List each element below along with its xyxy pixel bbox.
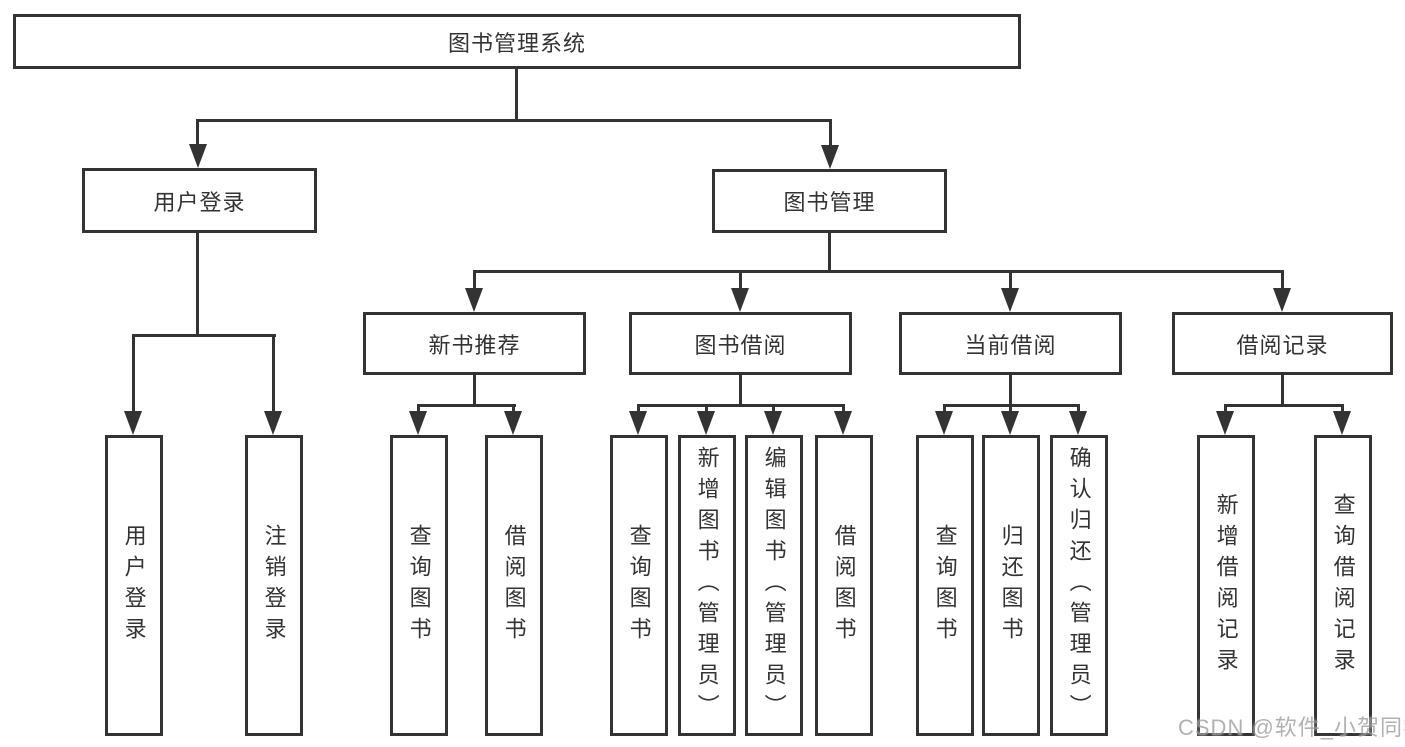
leaf-label: 查询图书 xyxy=(406,523,432,648)
leaf-confirm-return-admin: 确认归还（管理员） xyxy=(1050,435,1108,736)
arrowhead-down-icon xyxy=(821,145,839,169)
arrowhead-down-icon xyxy=(1333,411,1351,435)
connector-line xyxy=(196,119,199,147)
connector-line xyxy=(1281,375,1284,406)
connector-line xyxy=(473,270,1284,273)
connector-line xyxy=(739,270,742,290)
node-new-book-recommend: 新书推荐 xyxy=(363,312,586,375)
leaf-label: 查询图书 xyxy=(626,523,652,648)
arrowhead-down-icon xyxy=(764,411,782,435)
connector-line xyxy=(196,119,832,122)
arrowhead-down-icon xyxy=(189,144,207,168)
leaf-label: 查询借阅记录 xyxy=(1330,492,1356,679)
leaf-label: 确认归还（管理员） xyxy=(1066,446,1092,725)
connector-line xyxy=(739,375,742,406)
leaf-query-borrow-record: 查询借阅记录 xyxy=(1314,435,1372,736)
connector-line xyxy=(473,270,476,290)
leaf-label: 查询图书 xyxy=(932,523,958,648)
arrowhead-down-icon xyxy=(409,411,427,435)
leaf-return-books: 归还图书 xyxy=(982,435,1040,736)
connector-line xyxy=(132,334,276,337)
connector-line xyxy=(1341,404,1344,414)
connector-line xyxy=(1009,270,1012,290)
arrowhead-down-icon xyxy=(504,411,522,435)
leaf-label: 归还图书 xyxy=(998,523,1024,648)
node-book-management: 图书管理 xyxy=(712,169,947,233)
node-label: 图书借阅 xyxy=(694,332,787,358)
connector-line xyxy=(1009,404,1012,414)
arrowhead-down-icon xyxy=(834,411,852,435)
arrowhead-down-icon xyxy=(1001,288,1019,312)
leaf-add-borrow-record: 新增借阅记录 xyxy=(1197,435,1255,736)
arrowhead-down-icon xyxy=(1216,411,1234,435)
connector-line xyxy=(132,334,135,412)
leaf-logout: 注销登录 xyxy=(245,435,303,736)
connector-line xyxy=(417,404,420,414)
connector-line xyxy=(417,404,516,407)
arrowhead-down-icon xyxy=(1273,288,1291,312)
arrowhead-down-icon xyxy=(1001,411,1019,435)
arrowhead-down-icon xyxy=(731,288,749,312)
connector-line xyxy=(637,404,640,414)
node-borrow-records: 借阅记录 xyxy=(1172,312,1393,375)
connector-line xyxy=(637,404,845,407)
connector-line xyxy=(512,404,515,414)
connector-line xyxy=(772,404,775,414)
leaf-query-books-2: 查询图书 xyxy=(610,435,668,736)
leaf-borrow-books-1: 借阅图书 xyxy=(485,435,543,736)
connector-line xyxy=(196,232,199,336)
arrowhead-down-icon xyxy=(264,411,282,435)
connector-line xyxy=(943,404,946,414)
node-label: 图书管理 xyxy=(783,190,876,215)
node-book-borrow: 图书借阅 xyxy=(629,312,852,375)
watermark: CSDN @软件_小贺同学 xyxy=(1178,715,1405,740)
connector-line xyxy=(1077,404,1080,414)
arrowhead-down-icon xyxy=(1069,411,1087,435)
leaf-label: 借阅图书 xyxy=(831,523,857,648)
leaf-label: 编辑图书（管理员） xyxy=(761,446,787,725)
connector-line xyxy=(1281,270,1284,290)
node-label: 图书管理系统 xyxy=(447,30,586,56)
connector-line xyxy=(1224,404,1227,414)
leaf-query-books-1: 查询图书 xyxy=(390,435,448,736)
arrowhead-down-icon xyxy=(124,411,142,435)
node-label: 借阅记录 xyxy=(1236,332,1329,358)
node-label: 用户登录 xyxy=(153,189,246,215)
node-label: 当前借阅 xyxy=(964,332,1057,358)
leaf-label: 新增图书（管理员） xyxy=(694,446,720,725)
node-user-login: 用户登录 xyxy=(82,168,317,233)
connector-line xyxy=(829,119,832,147)
connector-line xyxy=(842,404,845,414)
leaf-borrow-books-2: 借阅图书 xyxy=(815,435,873,736)
node-root: 图书管理系统 xyxy=(13,14,1021,69)
leaf-label: 注销登录 xyxy=(261,523,287,648)
arrowhead-down-icon xyxy=(697,411,715,435)
arrowhead-down-icon xyxy=(935,411,953,435)
leaf-label: 新增借阅记录 xyxy=(1213,492,1239,679)
connector-line xyxy=(1224,404,1344,407)
connector-line xyxy=(515,68,518,122)
leaf-query-books-3: 查询图书 xyxy=(916,435,974,736)
connector-line xyxy=(705,404,708,414)
arrowhead-down-icon xyxy=(465,288,483,312)
connector-line xyxy=(1009,375,1012,406)
node-label: 新书推荐 xyxy=(428,332,521,358)
node-current-borrow: 当前借阅 xyxy=(899,312,1122,375)
leaf-edit-book-admin: 编辑图书（管理员） xyxy=(745,435,803,736)
leaf-label: 借阅图书 xyxy=(501,523,527,648)
leaf-add-book-admin: 新增图书（管理员） xyxy=(678,435,736,736)
arrowhead-down-icon xyxy=(629,411,647,435)
leaf-label: 用户登录 xyxy=(121,523,147,648)
connector-line xyxy=(473,375,476,406)
leaf-user-login: 用户登录 xyxy=(105,435,163,736)
connector-line xyxy=(828,233,831,272)
connector-line xyxy=(272,334,275,412)
